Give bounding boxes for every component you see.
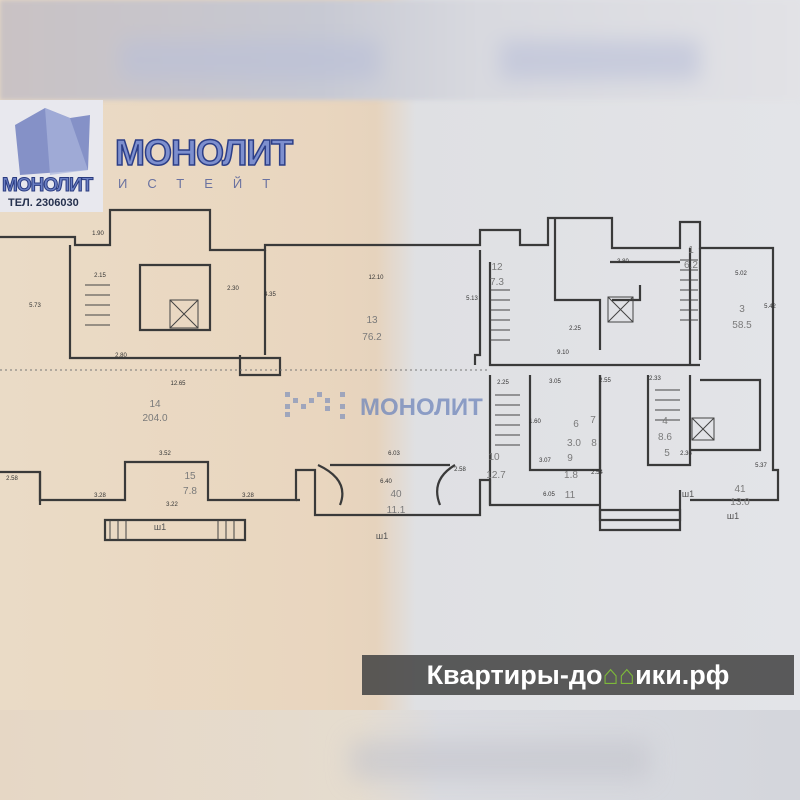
room-area: 3.0 — [567, 438, 581, 449]
wall-room13-right — [473, 250, 482, 365]
dimension: 1.90 — [92, 231, 104, 237]
dimension: 2.58 — [6, 476, 18, 482]
stair-left — [138, 263, 212, 332]
dimension: 5.37 — [755, 463, 767, 469]
dimension: 3.28 — [242, 493, 254, 499]
room-labels: 13 76.2 14 204.0 15 7.8 12 7.3 10 12.7 6… — [142, 245, 752, 516]
room-number: 40 — [390, 489, 402, 500]
wall-room4 — [646, 375, 692, 467]
room-number: 1 — [688, 245, 694, 256]
room-number: 11 — [565, 490, 576, 501]
dimension: 2.55 — [599, 378, 611, 384]
site-banner: Квартиры-до⌂⌂ики.рф — [362, 655, 794, 695]
dimension: 3.07 — [539, 458, 551, 464]
dimension: 3.28 — [94, 493, 106, 499]
dimension: 2.80 — [115, 353, 127, 359]
room-number: 13 — [366, 315, 378, 326]
phone-number: ТЕЛ. 2306030 — [8, 197, 79, 209]
room-number: 12 — [491, 262, 503, 273]
room-area: 6.2 — [684, 260, 698, 271]
room-area: 7.8 — [183, 486, 197, 497]
dimension: 6.03 — [388, 451, 400, 457]
walls — [0, 208, 780, 542]
room-area: 76.2 — [362, 332, 382, 343]
dimension: 3.52 — [159, 451, 171, 457]
dimension: 5.73 — [29, 303, 41, 309]
entrance-mark: ш1 — [727, 511, 739, 521]
dimension: 3.05 — [549, 379, 561, 385]
room-area: 7.3 — [490, 277, 504, 288]
banner-text-right: ики.рф — [635, 660, 730, 690]
wall-stair-right — [688, 248, 702, 365]
dimension: 2.33 — [649, 376, 661, 382]
entrance-steps-right — [598, 508, 682, 532]
dimension: 2.58 — [454, 467, 466, 473]
dimension: 2.30 — [227, 286, 239, 292]
room-area: 1.8 — [564, 470, 578, 481]
entrance-steps — [103, 518, 247, 542]
agency-logo: МОНОЛИТ ТЕЛ. 2306030 — [0, 100, 103, 212]
room-number: 6 — [573, 419, 579, 430]
entrance-mark: ш1 — [154, 522, 166, 532]
room-number: 10 — [488, 452, 500, 463]
dimension: 3.80 — [617, 259, 629, 265]
outer-wall-top — [0, 208, 780, 502]
logo-small-text: МОНОЛИТ — [1, 175, 93, 197]
dimension-labels: 12.10 12.65 2.80 2.30 1.90 2.15 5.73 9.1… — [6, 231, 776, 508]
room-area: 13.0 — [730, 497, 750, 508]
dimension: 5.42 — [764, 304, 776, 310]
room-number: 5 — [664, 448, 670, 459]
dimension: 9.10 — [557, 350, 569, 356]
wall-stair-core — [553, 218, 680, 350]
center-watermark: МОНОЛИТ — [360, 394, 483, 421]
blurred-bottom-background — [0, 710, 800, 800]
dimension: 3.22 — [166, 502, 178, 508]
room-number: 9 — [567, 453, 573, 464]
room-number: 7 — [590, 415, 596, 426]
dimension: 12.65 — [170, 381, 186, 387]
wall-room40-bay — [317, 463, 456, 506]
entrance-marks: ш1 ш1 ш1 ш1 — [154, 489, 739, 541]
room-number: 14 — [149, 399, 161, 410]
entrance-mark: ш1 — [376, 531, 388, 541]
dimension: 2.25 — [569, 326, 581, 332]
house-icon: ⌂⌂ — [602, 660, 636, 690]
room-number: 8 — [591, 438, 597, 449]
dimension: 2.36 — [680, 451, 692, 457]
outer-wall-bottom — [0, 460, 492, 517]
room-number: 4 — [662, 416, 668, 427]
wall-room11 — [598, 375, 682, 522]
room-area: 58.5 — [732, 320, 752, 331]
wall-corridor — [488, 262, 700, 367]
stair-treads — [85, 259, 698, 540]
wall-left-block — [68, 245, 282, 377]
room-number: 41 — [734, 484, 746, 495]
room-number: 15 — [184, 471, 196, 482]
dimension: 1.60 — [529, 419, 541, 425]
center-watermark-logo-icon — [285, 392, 345, 419]
dimension: 2.54 — [591, 470, 603, 476]
dimension: 4.35 — [264, 292, 276, 298]
room-number: 3 — [739, 304, 745, 315]
room-area: 204.0 — [142, 413, 167, 424]
room-area: 12.7 — [486, 470, 506, 481]
dimension: 2.25 — [497, 380, 509, 386]
blurred-top-background — [0, 0, 800, 100]
dimension: 5.13 — [466, 296, 478, 302]
banner-text-left: Квартиры-до — [426, 660, 603, 690]
pilaster — [38, 472, 300, 505]
building-logo-icon — [15, 108, 90, 175]
brand-watermark: МОНОЛИТ — [114, 131, 294, 174]
room-area: 8.6 — [658, 432, 672, 443]
dimension: 5.02 — [735, 271, 747, 277]
dimension: 12.10 — [368, 275, 384, 281]
dimension: 2.15 — [94, 273, 106, 279]
room-area: 11.1 — [387, 505, 406, 516]
dimension: 6.40 — [380, 479, 392, 485]
entrance-mark: ш1 — [682, 489, 694, 499]
wall-room3-bottom — [690, 378, 762, 452]
lift-shafts — [169, 296, 715, 441]
dimension: 6.05 — [543, 492, 555, 498]
brand-subtitle: ИСТЕЙТ — [118, 176, 291, 191]
